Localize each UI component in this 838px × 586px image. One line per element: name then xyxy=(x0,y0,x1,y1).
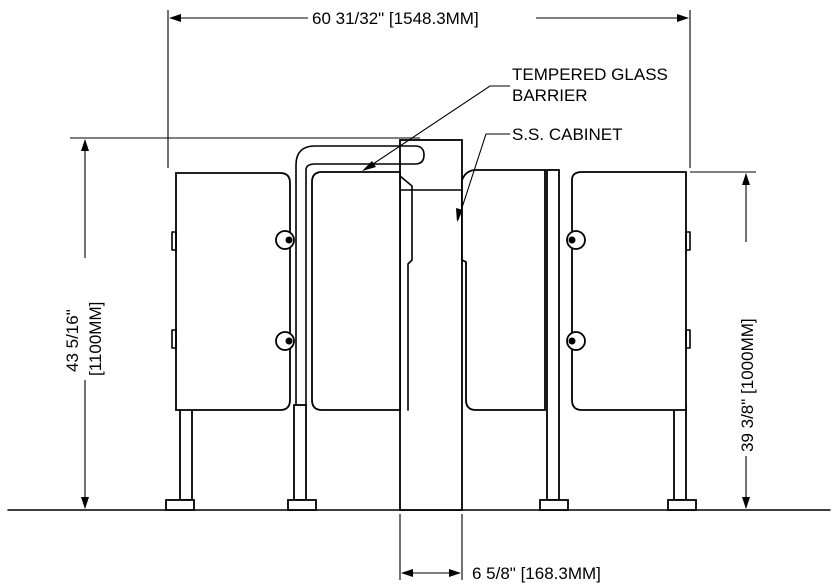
center-post xyxy=(399,139,463,511)
hinges xyxy=(275,230,586,351)
cabinet-height-dimension: 39 3/8" [1000MM] xyxy=(690,171,757,509)
glass-callout-line2: BARRIER xyxy=(512,86,588,105)
cabinet-panel-right xyxy=(571,171,691,411)
overall-height-label: 43 5/16" xyxy=(63,309,82,372)
cabinet-height-label: 39 3/8" [1000MM] xyxy=(738,318,757,452)
post-width-label: 6 5/8" [168.3MM] xyxy=(472,564,601,583)
cabinet-panel-left xyxy=(171,172,291,411)
cabinet-callout-label: S.S. CABINET xyxy=(512,125,623,144)
overall-width-dimension: 60 31/32" [1548.3MM] xyxy=(167,9,691,168)
overall-width-label: 60 31/32" [1548.3MM] xyxy=(312,9,479,28)
post-width-dimension: 6 5/8" [168.3MM] xyxy=(399,514,601,583)
cabinet-callout: S.S. CABINET xyxy=(456,125,623,222)
glass-barrier-rail xyxy=(295,145,425,406)
overall-height-metric-label: [1100MM] xyxy=(86,302,105,376)
glass-callout-line1: TEMPERED GLASS xyxy=(512,65,668,84)
glass-barrier-callout: TEMPERED GLASS BARRIER xyxy=(362,65,668,171)
cabinet-panel-center-right xyxy=(461,169,546,411)
cabinet-panel-center-left xyxy=(311,171,413,411)
overall-height-dimension: 43 5/16" [1100MM] xyxy=(63,137,420,509)
